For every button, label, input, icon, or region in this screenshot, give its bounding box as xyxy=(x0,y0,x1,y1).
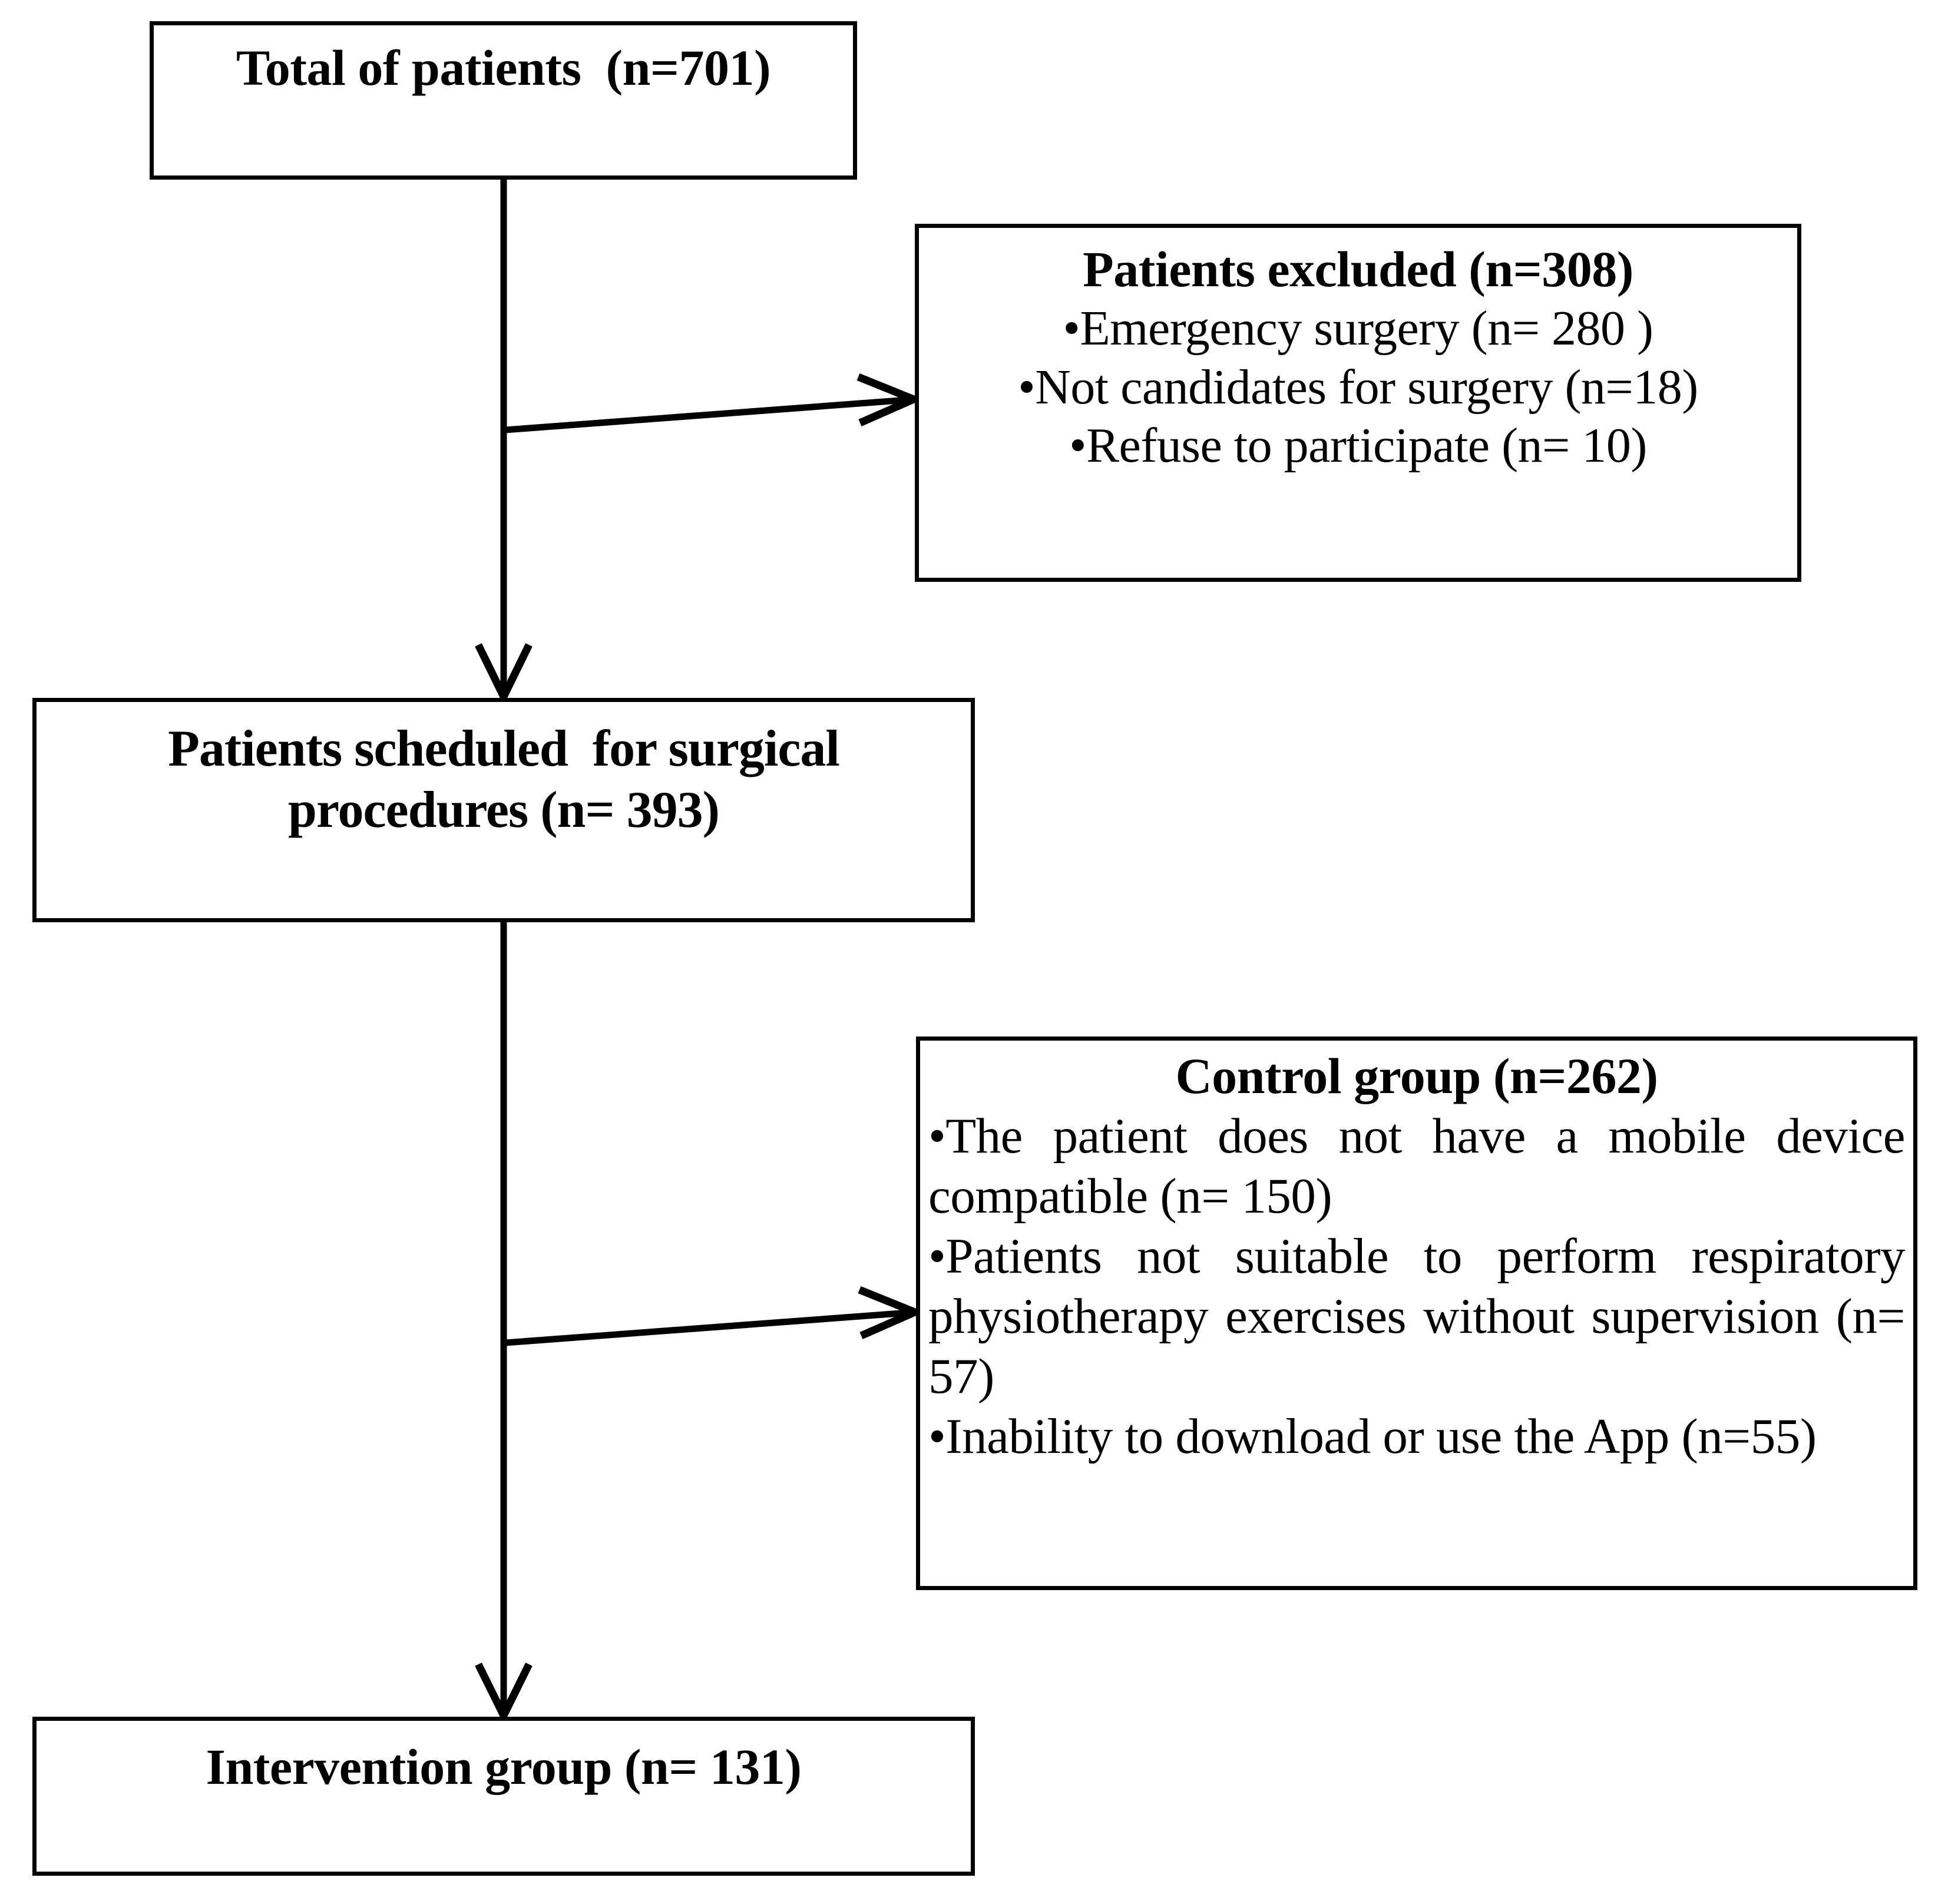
node-intervention-group-title: Intervention group (n= 131) xyxy=(206,1739,802,1795)
excluded-bullet-emergency-surgery: •Emergency surgery (n= 280 ) xyxy=(1063,301,1653,356)
node-intervention-group-content: Intervention group (n= 131) xyxy=(37,1721,971,1797)
arrowhead-total-to-excluded xyxy=(856,373,924,426)
control-bullet-cannot-use-app: •Inability to download or use the App (n… xyxy=(928,1409,1817,1465)
node-total-patients-content: Total of patients (n=701) xyxy=(154,25,853,98)
node-control-group-title: Control group (n=262) xyxy=(1175,1048,1658,1104)
node-patients-excluded-content: Patients excluded (n=308) •Emergency sur… xyxy=(919,228,1797,475)
arrowhead-scheduled-to-intervention xyxy=(475,1663,533,1724)
node-control-group: Control group (n=262) •The patient does … xyxy=(916,1037,1917,1590)
excluded-bullet-refused: •Refuse to participate (n= 10) xyxy=(1069,418,1647,473)
node-total-patients: Total of patients (n=701) xyxy=(150,21,857,180)
edge-total-to-excluded xyxy=(505,396,915,433)
control-bullet-no-compatible-device: •The patient does not have a mobile devi… xyxy=(928,1108,1917,1224)
node-patients-scheduled-content: Patients scheduled for surgical procedur… xyxy=(37,702,971,841)
excluded-bullet-not-candidates: •Not candidates for surgery (n=18) xyxy=(1018,359,1698,415)
node-patients-excluded: Patients excluded (n=308) •Emergency sur… xyxy=(915,224,1801,582)
node-total-patients-title: Total of patients (n=701) xyxy=(236,39,771,96)
control-bullet-not-suitable-unsupervised: •Patients not suitable to perform respir… xyxy=(928,1229,1917,1405)
node-patients-excluded-title: Patients excluded (n=308) xyxy=(1083,241,1633,297)
node-intervention-group: Intervention group (n= 131) xyxy=(32,1717,975,1876)
node-patients-scheduled: Patients scheduled for surgical procedur… xyxy=(32,698,975,922)
edge-scheduled-to-control xyxy=(505,1309,917,1346)
arrowhead-scheduled-to-control xyxy=(858,1286,925,1339)
node-control-group-content: Control group (n=262) •The patient does … xyxy=(920,1041,1913,1466)
node-patients-scheduled-title: Patients scheduled for surgical procedur… xyxy=(168,720,852,839)
arrowhead-total-to-scheduled xyxy=(475,643,533,706)
